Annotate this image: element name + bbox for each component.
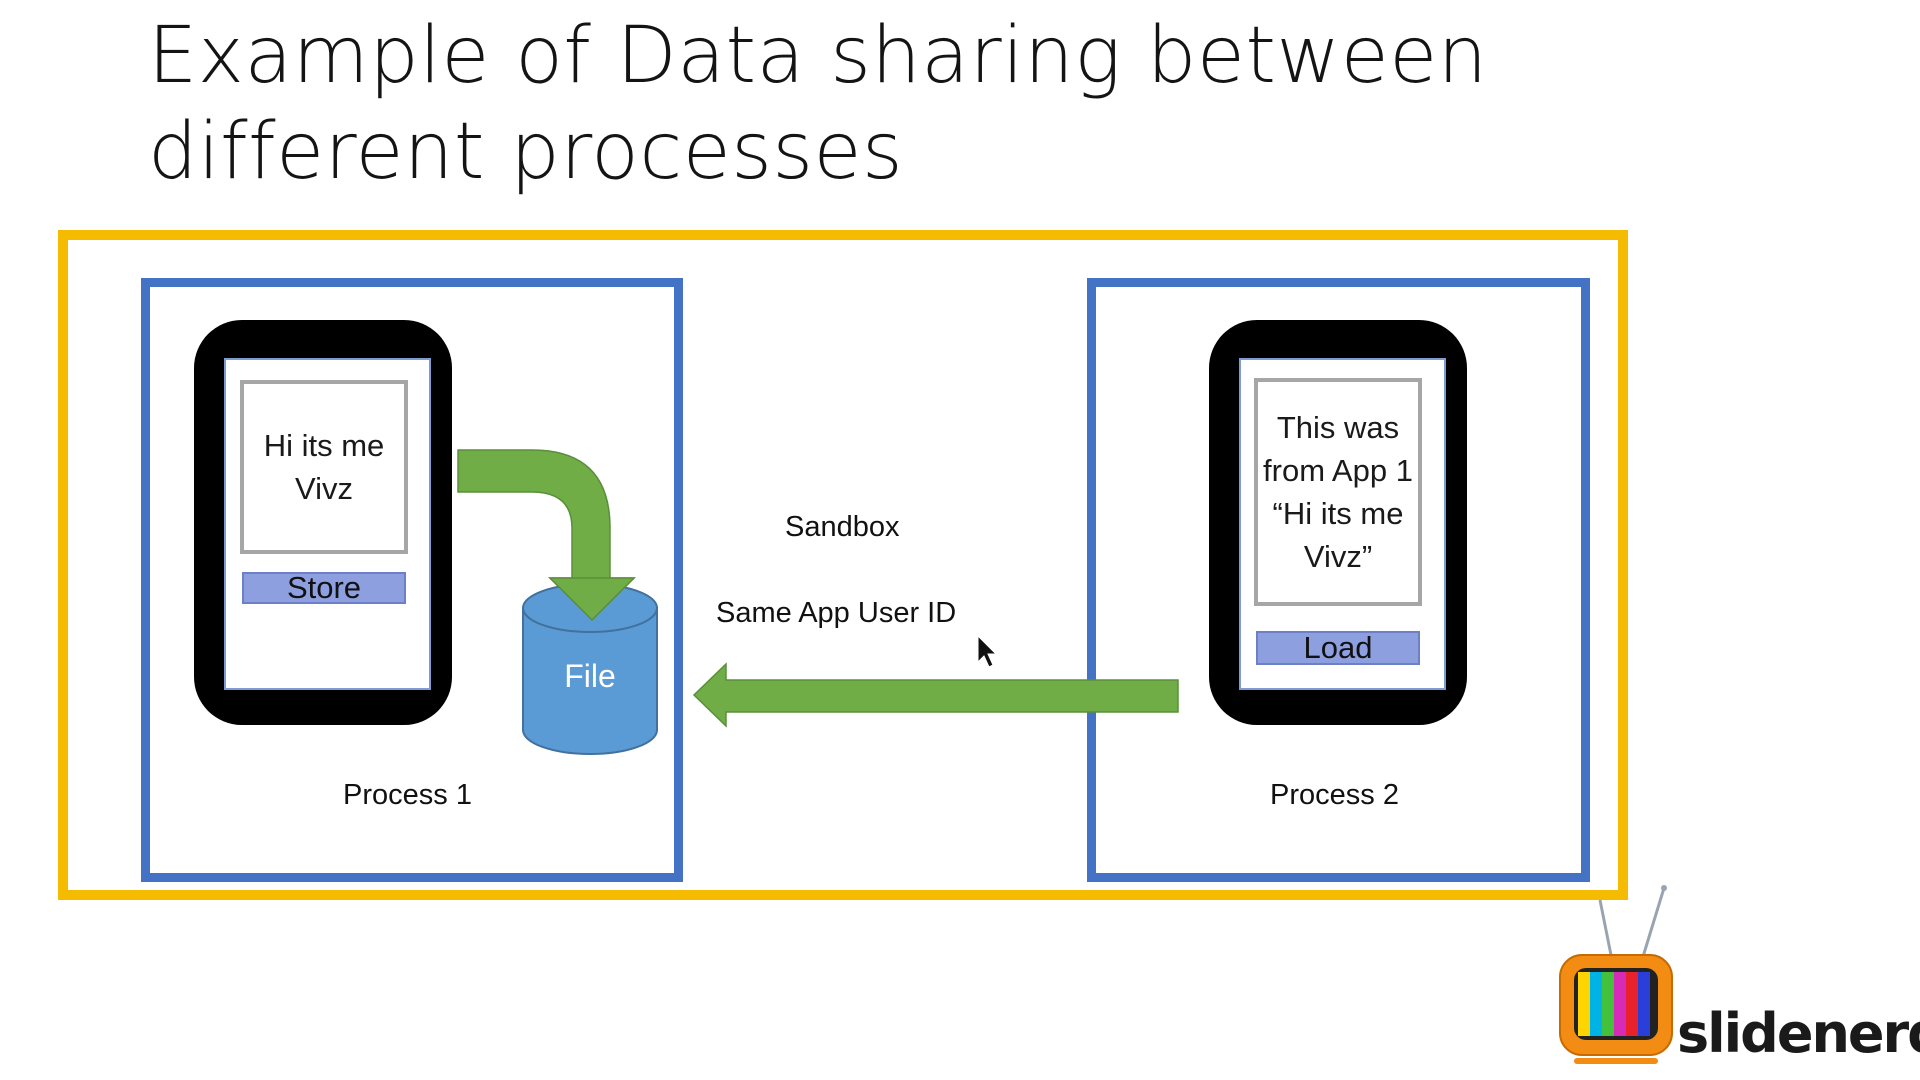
- app-user-id-label: Same App User ID: [716, 597, 957, 629]
- store-button: Store: [242, 570, 406, 605]
- process-2-box: [1087, 278, 1590, 882]
- process-1-box: [141, 278, 683, 882]
- process-1-label: Process 1: [343, 779, 472, 811]
- retro-tv-icon: [1559, 885, 1673, 1064]
- phone-1-textbox: Hi its me Vivz: [240, 380, 408, 554]
- sandbox-label: Sandbox: [785, 511, 900, 543]
- load-button: Load: [1256, 630, 1420, 665]
- logo-wordmark: slidenerd: [1677, 1002, 1920, 1065]
- slide-title: Example of Data sharing between differen…: [148, 11, 1488, 197]
- file-label: File: [564, 658, 616, 694]
- process-2-label: Process 2: [1270, 779, 1399, 811]
- sandbox-boundary: [58, 230, 1628, 900]
- phone-2-textbox: This was from App 1 “Hi its me Vivz”: [1254, 378, 1422, 606]
